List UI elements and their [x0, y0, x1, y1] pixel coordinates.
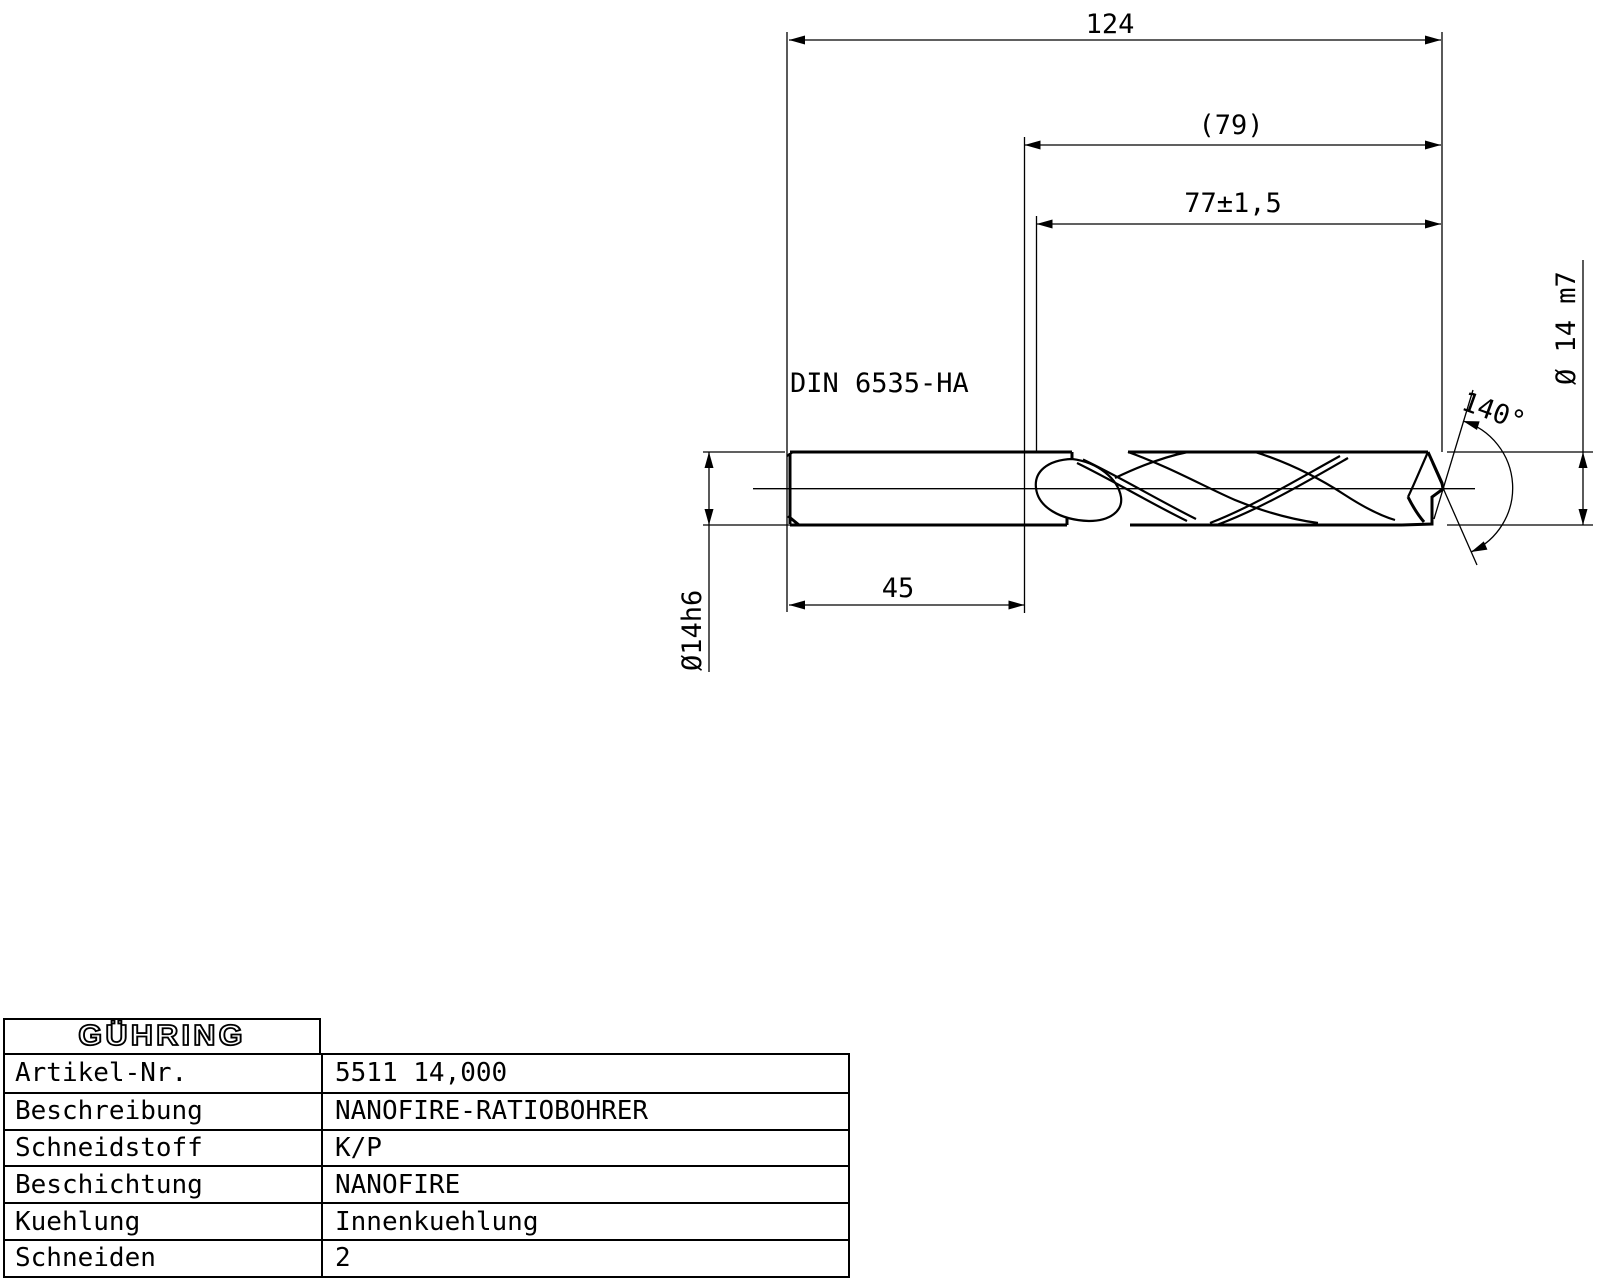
manufacturer-logo-cell: GÜHRING [3, 1018, 321, 1055]
dim-flute-length-ref: (79) [1024, 110, 1441, 150]
dim-shank-diameter-text: Ø14h6 [677, 590, 708, 671]
dim-shank-diameter: Ø14h6 [677, 452, 714, 672]
manufacturer-logo: GÜHRING [77, 1019, 246, 1053]
drill-technical-drawing: 124 (79) 77±1,5 45 Ø14h6 [677, 9, 1593, 672]
article-data-table: Artikel-Nr. 5511 14,000 Beschreibung NAN… [3, 1053, 850, 1278]
row-label: Schneidstoff [5, 1130, 323, 1166]
row-value: NANOFIRE-RATIOBOHRER [335, 1096, 649, 1127]
table-row-artikel-nr: Artikel-Nr. 5511 14,000 [5, 1055, 848, 1092]
row-value: NANOFIRE [335, 1169, 461, 1200]
dim-flute-length-ref-text: (79) [1198, 110, 1263, 141]
table-row-beschreibung: Beschreibung NANOFIRE-RATIOBOHRER [5, 1091, 848, 1129]
row-label: Artikel-Nr. [5, 1055, 323, 1092]
table-row-beschichtung: Beschichtung NANOFIRE [5, 1165, 848, 1203]
drill-point [1401, 451, 1445, 527]
row-value: Innenkuehlung [335, 1206, 539, 1237]
dim-flute-length-text: 77±1,5 [1184, 188, 1282, 219]
table-row-kuehlung: Kuehlung Innenkuehlung [5, 1202, 848, 1239]
drill-fluted-body [1034, 450, 1428, 527]
table-row-schneidstoff: Schneidstoff K/P [5, 1128, 848, 1166]
dim-cutting-diameter: Ø 14 m7 [1551, 260, 1588, 525]
dim-point-angle-text: 140° [1458, 386, 1530, 437]
dim-flute-length: 77±1,5 [1036, 188, 1441, 229]
dim-overall-length-text: 124 [1086, 9, 1135, 40]
dim-cutting-diameter-text: Ø 14 m7 [1551, 271, 1582, 385]
dim-overall-length: 124 [789, 9, 1441, 45]
row-label: Schneiden [5, 1240, 323, 1276]
row-value: 2 [335, 1243, 351, 1274]
dim-shank-length-text: 45 [882, 573, 915, 604]
standard-label: DIN 6535-HA [790, 368, 969, 399]
row-label: Kuehlung [5, 1204, 323, 1239]
dim-shank-length: 45 [789, 573, 1025, 610]
row-value: 5511 14,000 [335, 1058, 508, 1089]
table-row-schneiden: Schneiden 2 [5, 1238, 848, 1276]
row-label: Beschichtung [5, 1167, 323, 1203]
row-label: Beschreibung [5, 1093, 323, 1129]
row-value: K/P [335, 1132, 382, 1163]
dim-point-angle: 140° [1431, 386, 1530, 566]
extension-lines [703, 32, 1593, 612]
